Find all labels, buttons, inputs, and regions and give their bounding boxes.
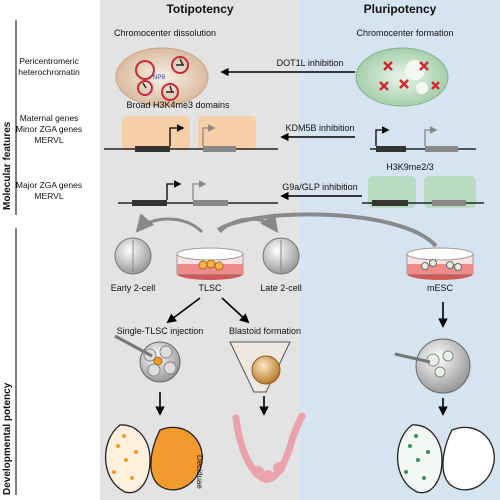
- mesc-injected-blastocyst: [394, 338, 471, 394]
- row2-label-line3: MERVL: [34, 135, 64, 145]
- h3k9me-caption: H3K9me2/3: [386, 162, 434, 172]
- dot1l-inhibition-label: DOT1L inhibition: [276, 58, 344, 68]
- tlsc-to-early-curve: [135, 213, 204, 234]
- nucleus-totipotent: [115, 47, 209, 107]
- pluripotency-header: Pluripotency: [363, 2, 437, 16]
- tlsc-label: TLSC: [198, 283, 222, 293]
- early-2-cell-label: Early 2-cell: [110, 283, 156, 293]
- h3k9me-gene-locus: [362, 176, 484, 208]
- late-2-cell-label: Late 2-cell: [260, 283, 302, 293]
- totipotent-chimera-conceptus: [104, 424, 203, 494]
- row2-label: Maternal genes Minor ZGA genes MERVL: [6, 113, 92, 146]
- broad-h3k4me3-caption: Broad H3K4me3 domains: [126, 100, 230, 110]
- tlsc-culture-dish: [176, 247, 244, 280]
- tlsc-to-injection-arrow: [166, 297, 201, 324]
- kdm5b-inhibition-label: KDM5B inhibition: [285, 123, 355, 133]
- row3-label-line2: MERVL: [34, 191, 64, 201]
- npb-tag: NPB: [153, 75, 166, 81]
- row2-label-line2: Minor ZGA genes: [15, 124, 83, 134]
- row1-label: Pericentromeric heterochromatin: [6, 56, 92, 78]
- row2-label-line1: Maternal genes: [19, 113, 79, 123]
- row1-label-line2: heterochromatin: [18, 67, 80, 77]
- mesc-label: mESC: [426, 283, 453, 293]
- tlsc-to-blastoid-arrow: [221, 297, 250, 324]
- totipotency-header: Totipotency: [166, 2, 234, 16]
- mesc-culture-dish: [406, 247, 474, 280]
- blastoid-formation-label: Blastoid formation: [228, 326, 302, 336]
- row3-label-line1: Major ZGA genes: [15, 180, 83, 190]
- pluripotent-gene-locus-2: [370, 126, 476, 152]
- totipotent-gene-locus-3: [118, 180, 278, 206]
- tlsc-to-late-curve: [218, 213, 279, 234]
- single-tlsc-injection-label: Single-TLSC injection: [116, 326, 204, 336]
- developmental-potency-label: Developmental potency: [2, 382, 13, 495]
- chromocenter-formation-caption: Chromocenter formation: [356, 28, 454, 38]
- chromocenter-dissolution-caption: Chromocenter dissolution: [113, 28, 217, 38]
- morula-injection: [114, 334, 181, 383]
- row1-label-line1: Pericentromeric: [19, 56, 79, 66]
- broad-h3k4me3-gene-locus: [104, 116, 278, 152]
- pluripotent-chimera-conceptus: [396, 424, 495, 494]
- g9a-glp-inhibition-label: G9a/GLP inhibition: [282, 182, 358, 192]
- deciduae-label: Deciduae: [195, 455, 204, 489]
- deciduae-uterus: [232, 412, 306, 483]
- row3-label: Major ZGA genes MERVL: [6, 180, 92, 202]
- late-2-cell-embryo: [262, 237, 300, 275]
- nucleus-pluripotent: [355, 47, 449, 107]
- early-2-cell-embryo: [114, 237, 152, 275]
- blastoid-funnel: [229, 341, 291, 393]
